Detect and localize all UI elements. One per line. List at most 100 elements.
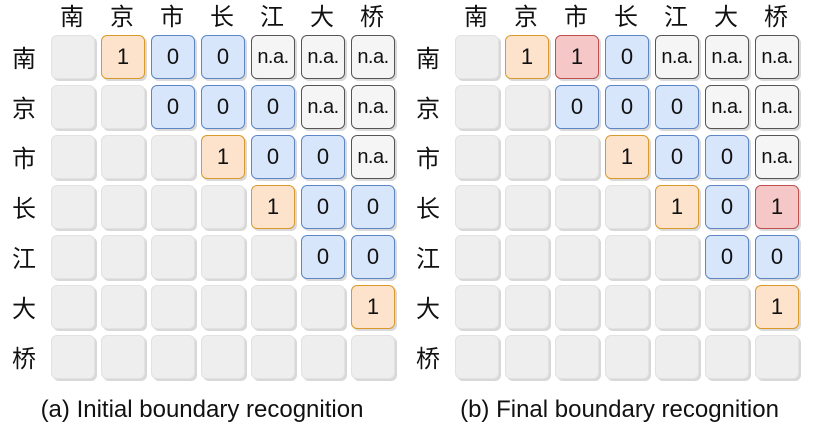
matrix-cell-empty <box>151 135 195 179</box>
matrix-cell-empty <box>301 285 345 329</box>
matrix-cell-empty <box>51 335 95 379</box>
column-header: 市 <box>160 3 184 31</box>
matrix-cell-red: 1 <box>555 35 599 79</box>
matrix-cell-empty <box>51 285 95 329</box>
matrix-cell-empty <box>605 335 649 379</box>
panel-caption: (a) Initial boundary recognition <box>40 396 364 423</box>
matrix-cell-blue: 0 <box>705 185 749 229</box>
matrix-cell-empty <box>755 335 799 379</box>
matrix-cell-blue: 0 <box>655 135 699 179</box>
matrix-cell-empty <box>201 335 245 379</box>
matrix-cell-empty <box>455 185 499 229</box>
row-header: 市 <box>416 145 440 173</box>
column-header: 江 <box>664 3 688 31</box>
matrix-cell-empty <box>251 335 295 379</box>
matrix-cell-empty <box>705 285 749 329</box>
matrix-cell-gray: n.a. <box>705 35 749 79</box>
matrix-cell-blue: 0 <box>605 35 649 79</box>
matrix-cell-blue: 0 <box>201 85 245 129</box>
matrix-cell-empty <box>455 85 499 129</box>
matrix-cell-gray: n.a. <box>301 85 345 129</box>
matrix-cell-empty <box>101 85 145 129</box>
column-header: 桥 <box>360 3 384 31</box>
matrix-cell-empty <box>655 235 699 279</box>
matrix-cell-empty <box>555 285 599 329</box>
matrix-cell-empty <box>151 235 195 279</box>
matrix-cell-empty <box>555 135 599 179</box>
matrix-cell-blue: 0 <box>151 85 195 129</box>
matrix-cell-empty <box>201 285 245 329</box>
matrix-cell-empty <box>605 185 649 229</box>
matrix-cell-empty <box>505 335 549 379</box>
matrix-cell-empty <box>51 85 95 129</box>
matrix-cell-blue: 0 <box>201 35 245 79</box>
matrix-cell-empty <box>51 185 95 229</box>
matrix-cell-empty <box>455 335 499 379</box>
matrix-cell-gray: n.a. <box>755 85 799 129</box>
matrix-cell-empty <box>555 235 599 279</box>
matrix-cell-blue: 0 <box>555 85 599 129</box>
matrix-cell-blue: 0 <box>301 135 345 179</box>
row-header: 大 <box>416 295 440 323</box>
matrix-cell-blue: 0 <box>351 235 395 279</box>
matrix-cell-empty <box>655 335 699 379</box>
matrix-cell-blue: 0 <box>755 235 799 279</box>
matrix-cell-orange: 1 <box>351 285 395 329</box>
matrix-cell-empty <box>201 235 245 279</box>
matrix-cell-gray: n.a. <box>655 35 699 79</box>
matrix-cell-gray: n.a. <box>705 85 749 129</box>
row-header: 南 <box>416 45 440 73</box>
matrix-cell-empty <box>101 185 145 229</box>
column-header: 南 <box>464 3 488 31</box>
column-header: 长 <box>210 3 234 31</box>
matrix-cell-gray: n.a. <box>755 35 799 79</box>
matrix-cell-blue: 0 <box>705 135 749 179</box>
matrix-cell-orange: 1 <box>251 185 295 229</box>
column-header: 京 <box>110 3 134 31</box>
matrix-cell-blue: 0 <box>705 235 749 279</box>
matrix-cell-empty <box>101 285 145 329</box>
matrix-cell-orange: 1 <box>655 185 699 229</box>
matrix-cell-gray: n.a. <box>351 85 395 129</box>
row-header: 市 <box>12 145 36 173</box>
matrix-cell-blue: 0 <box>301 185 345 229</box>
matrix-cell-gray: n.a. <box>301 35 345 79</box>
matrix-cell-blue: 0 <box>251 135 295 179</box>
matrix-cell-empty <box>655 285 699 329</box>
matrix-cell-empty <box>101 235 145 279</box>
column-header: 南 <box>60 3 84 31</box>
column-header: 京 <box>514 3 538 31</box>
matrix-cell-empty <box>351 335 395 379</box>
matrix-cell-gray: n.a. <box>755 135 799 179</box>
matrix-cell-empty <box>505 285 549 329</box>
matrix-cell-empty <box>151 335 195 379</box>
matrix-cell-orange: 1 <box>201 135 245 179</box>
column-header: 江 <box>260 3 284 31</box>
matrix-cell-orange: 1 <box>755 285 799 329</box>
matrix-cell-blue: 0 <box>655 85 699 129</box>
column-header: 市 <box>564 3 588 31</box>
matrix-cell-empty <box>201 185 245 229</box>
column-header: 大 <box>310 3 334 31</box>
matrix-cell-empty <box>101 135 145 179</box>
matrix-cell-blue: 0 <box>605 85 649 129</box>
column-header: 长 <box>614 3 638 31</box>
column-header: 大 <box>714 3 738 31</box>
matrix-cell-empty <box>455 35 499 79</box>
matrix-cell-empty <box>705 335 749 379</box>
matrix-cell-empty <box>505 85 549 129</box>
matrix-cell-empty <box>301 335 345 379</box>
row-header: 长 <box>12 195 36 223</box>
row-header: 江 <box>416 245 440 273</box>
row-header: 大 <box>12 295 36 323</box>
matrix-cell-blue: 0 <box>251 85 295 129</box>
row-header: 南 <box>12 45 36 73</box>
matrix-cell-blue: 0 <box>151 35 195 79</box>
matrix-cell-empty <box>151 285 195 329</box>
matrix-cell-empty <box>555 185 599 229</box>
matrix-cell-gray: n.a. <box>351 35 395 79</box>
matrix-cell-empty <box>505 135 549 179</box>
matrix-cell-orange: 1 <box>605 135 649 179</box>
row-header: 桥 <box>416 345 440 373</box>
